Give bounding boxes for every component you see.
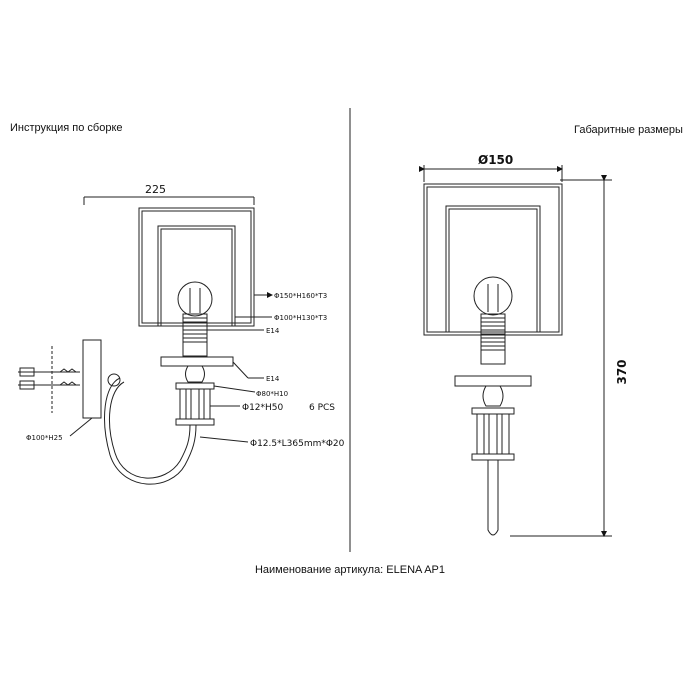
outer-shade-front bbox=[423, 183, 563, 336]
width-label: 225 bbox=[145, 183, 166, 196]
wall-plate bbox=[82, 339, 102, 419]
stem-front bbox=[487, 460, 499, 536]
dimension-drawing bbox=[419, 165, 612, 537]
rod-count-label: 6 PCS bbox=[309, 403, 335, 413]
socket-plate bbox=[160, 356, 234, 367]
overall-dimensions-heading: Габаритные размеры bbox=[574, 124, 683, 136]
wall-plate-label: Φ100*H25 bbox=[26, 434, 63, 442]
socket bbox=[182, 313, 208, 357]
inner-shade-front bbox=[445, 205, 541, 333]
ring bbox=[175, 382, 215, 390]
assembly-drawing bbox=[18, 196, 273, 485]
outer-shade-label: Φ150*H160*T3 bbox=[274, 292, 327, 300]
plate-front bbox=[454, 375, 532, 387]
rod-cage-front bbox=[476, 413, 510, 455]
article-name: Наименование артикула: ELENA AP1 bbox=[254, 564, 446, 576]
bulb-front bbox=[473, 276, 513, 316]
socket-top-label: E14 bbox=[266, 327, 280, 335]
inner-shade bbox=[157, 225, 236, 327]
arm bbox=[104, 377, 197, 485]
ring-label: Φ80*H10 bbox=[256, 390, 288, 398]
assembly-instructions-heading: Инструкция по сборке bbox=[10, 122, 123, 134]
inner-shade-label: Φ100*H130*T3 bbox=[274, 314, 327, 322]
rod-label: Φ12*H50 bbox=[242, 403, 284, 413]
arm-label: Φ12.5*L365mm*Φ20 bbox=[250, 439, 345, 449]
bulb bbox=[177, 281, 213, 317]
height-label: 370 bbox=[615, 359, 629, 384]
socket-mid-label: E14 bbox=[266, 375, 280, 383]
diameter-label: Ø150 bbox=[478, 153, 513, 167]
socket-front bbox=[480, 313, 506, 365]
